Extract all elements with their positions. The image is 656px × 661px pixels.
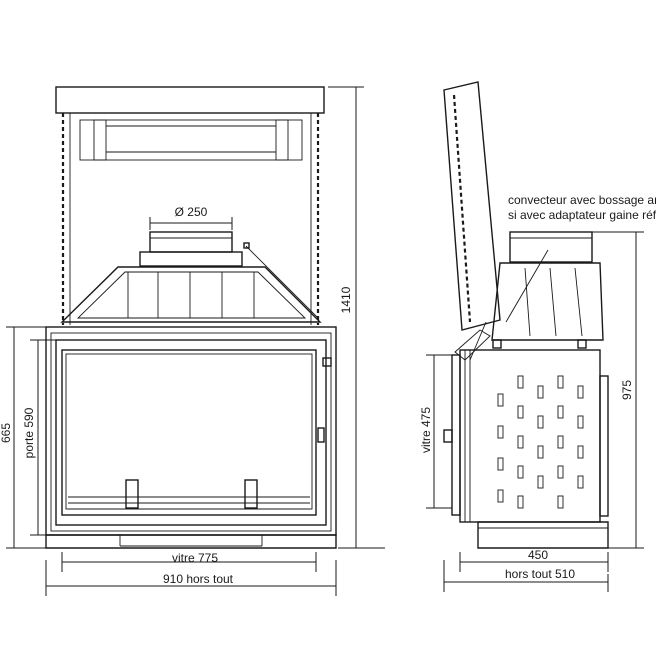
front-height-label: 665 <box>0 423 13 443</box>
front-hood-top <box>55 86 325 114</box>
front-door-height-label: porte 590 <box>22 407 36 458</box>
side-depth-label: 450 <box>528 548 548 562</box>
front-base <box>45 534 337 549</box>
side-note-line-2: si avec adaptateur gaine réf <box>508 208 656 222</box>
front-flue-diameter-label: Ø 250 <box>175 205 208 219</box>
side-vent-slots <box>497 375 584 509</box>
side-height-label: 975 <box>620 380 634 400</box>
side-glass-height-label: vitre 475 <box>419 407 433 453</box>
front-view: Ø 250 1410 <box>0 86 385 596</box>
front-total-height-label: 1410 <box>339 286 353 313</box>
front-overall-width-label: 910 hors tout <box>163 572 234 586</box>
front-inner-frame <box>79 119 303 161</box>
side-convector-body <box>491 262 604 341</box>
side-hood-panel <box>443 81 501 331</box>
side-door-handle <box>443 429 453 443</box>
front-convector-body <box>60 266 322 323</box>
side-view: convecteur avec bossage ar si avec adapt… <box>419 81 656 592</box>
front-door <box>55 339 327 526</box>
front-glass <box>61 349 317 516</box>
side-flue-collar <box>509 231 593 263</box>
side-note-line-1: convecteur avec bossage ar <box>508 193 656 207</box>
front-firebox <box>45 326 337 536</box>
side-door-profile <box>451 354 461 516</box>
front-andiron-right <box>244 479 258 509</box>
front-glass-width-label: vitre 775 <box>172 551 218 565</box>
side-overall-depth-label: hors tout 510 <box>505 567 575 581</box>
side-base <box>477 521 609 549</box>
front-flue-collar <box>149 231 233 253</box>
side-body <box>459 349 601 523</box>
front-door-handle <box>317 427 325 443</box>
front-andiron-left <box>125 479 139 509</box>
